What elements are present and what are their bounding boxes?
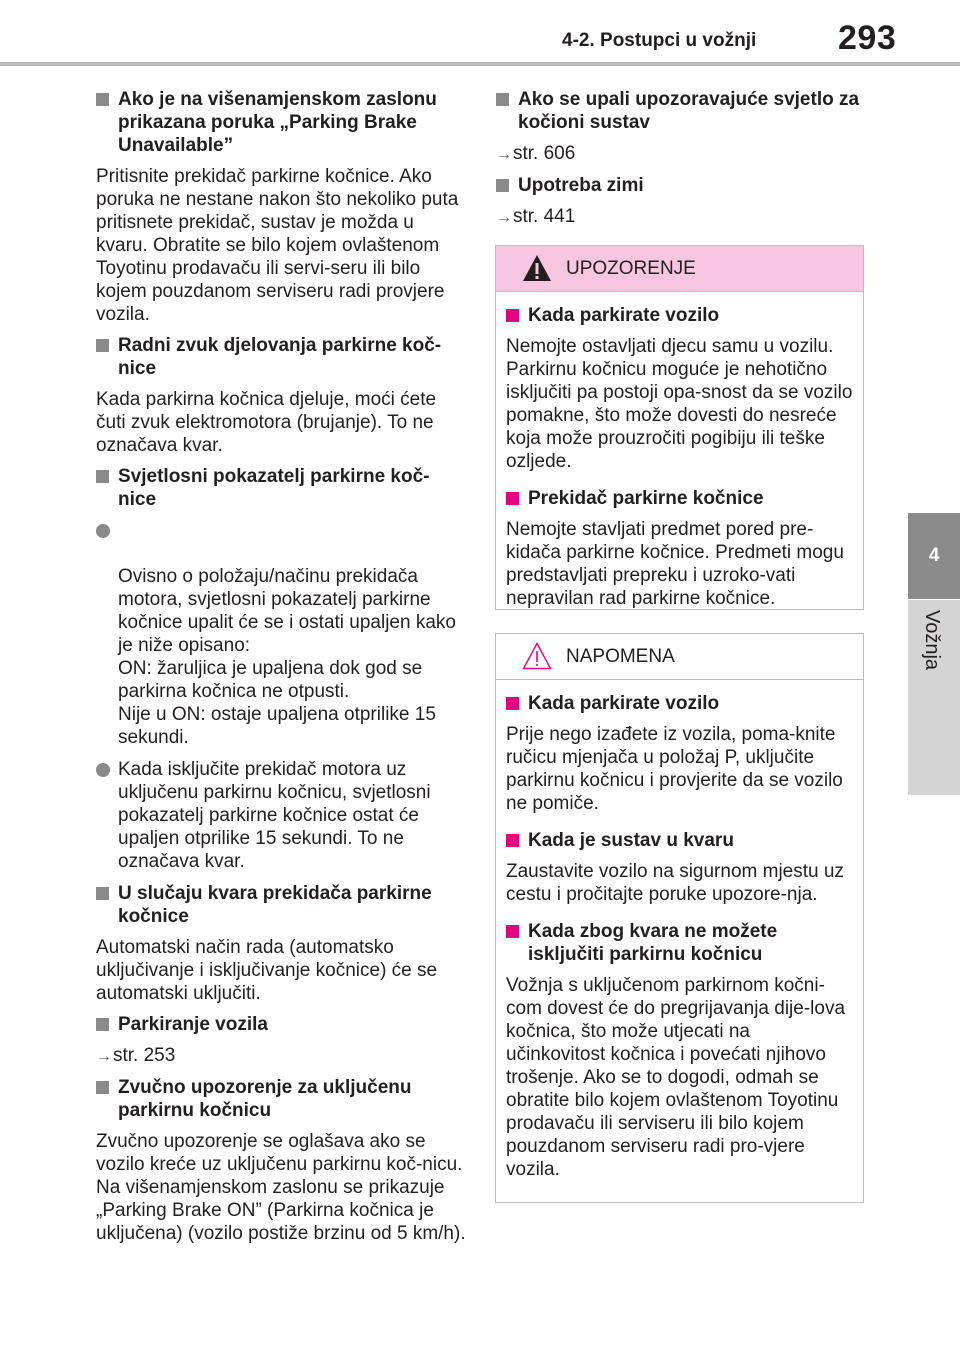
- warning-box: UPOZORENJE Kada parkirate vozilo Nemojte…: [495, 245, 864, 610]
- paragraph: Pritisnite prekidač parkirne kočnice. Ak…: [96, 166, 459, 325]
- section-heading: Kada je sustav u kvaru: [506, 829, 853, 852]
- round-bullet-icon: [96, 763, 110, 777]
- paragraph: Kada parkirna kočnica djeluje, moći ćete…: [96, 389, 437, 456]
- square-bullet-icon: [506, 492, 519, 505]
- note-box: NAPOMENA Kada parkirate vozilo Prije neg…: [495, 633, 864, 1203]
- warning-box-header: UPOZORENJE: [496, 246, 863, 292]
- round-bullet-icon: [96, 524, 110, 538]
- section-heading: Upotreba zimi: [496, 174, 866, 197]
- section-heading: U slučaju kvara prekidača parkirne kočni…: [96, 882, 466, 928]
- page-header: 4-2. Postupci u vožnji 293: [0, 0, 960, 70]
- paragraph: Vožnja s uključenom parkirnom kočni-com …: [506, 975, 846, 1180]
- section-title: 4-2. Postupci u vožnji: [562, 30, 757, 51]
- square-bullet-icon: [96, 93, 109, 106]
- paragraph: Zvučno upozorenje se oglašava ako se voz…: [96, 1131, 466, 1244]
- section-heading: Radni zvuk djelovanja parkirne koč-nice: [96, 334, 466, 380]
- warning-box-body: Kada parkirate vozilo Nemojte ostavljati…: [496, 292, 863, 610]
- square-bullet-icon: [506, 925, 519, 938]
- page-reference-link[interactable]: →str. 441: [496, 206, 576, 227]
- note-box-title: NAPOMENA: [566, 646, 675, 667]
- square-bullet-icon: [506, 697, 519, 710]
- square-bullet-icon: [96, 887, 109, 900]
- square-bullet-icon: [506, 309, 519, 322]
- warning-box-title: UPOZORENJE: [566, 258, 696, 279]
- right-column: Ako se upali upozoravajuće svjetlo za ko…: [496, 80, 866, 237]
- section-heading: Prekidač parkirne kočnice: [506, 487, 853, 510]
- header-divider: [0, 62, 960, 66]
- note-box-body: Kada parkirate vozilo Prije nego izađete…: [496, 680, 863, 1181]
- section-heading: Kada parkirate vozilo: [506, 692, 853, 715]
- caution-triangle-icon: [522, 642, 552, 670]
- square-bullet-icon: [96, 339, 109, 352]
- section-heading: Kada zbog kvara ne možete isključiti par…: [506, 920, 853, 966]
- paragraph: Prije nego izađete iz vozila, poma-knite…: [506, 724, 843, 814]
- square-bullet-icon: [96, 470, 109, 483]
- square-bullet-icon: [496, 93, 509, 106]
- paragraph: Automatski način rada (automatsko uključ…: [96, 937, 438, 1004]
- arrow-right-icon: →: [96, 1048, 112, 1065]
- section-heading: Parkiranje vozila: [96, 1013, 466, 1036]
- chapter-tab-text: Vožnja: [921, 610, 943, 671]
- page-reference-link[interactable]: →str. 253: [96, 1045, 176, 1066]
- section-heading: Ako se upali upozoravajuće svjetlo za ko…: [496, 88, 866, 134]
- paragraph: Zaustavite vozilo na sigurnom mjestu uz …: [506, 861, 844, 905]
- square-bullet-icon: [96, 1081, 109, 1094]
- square-bullet-icon: [506, 834, 519, 847]
- page-reference-link[interactable]: →str. 606: [496, 143, 576, 164]
- section-heading: Kada parkirate vozilo: [506, 304, 853, 327]
- arrow-right-icon: →: [496, 209, 512, 226]
- left-column: Ako je na višenamjenskom zaslonu prikaza…: [96, 80, 466, 1253]
- section-heading: Ako je na višenamjenskom zaslonu prikaza…: [96, 88, 466, 157]
- section-heading: Svjetlosni pokazatelj parkirne koč-nice: [96, 465, 466, 511]
- square-bullet-icon: [96, 1018, 109, 1031]
- note-box-header: NAPOMENA: [496, 634, 863, 680]
- arrow-right-icon: →: [496, 146, 512, 163]
- bullet-item: Ovisno o položaju/načinu prekidača motor…: [96, 519, 466, 749]
- warning-triangle-icon: [523, 255, 551, 281]
- square-bullet-icon: [496, 179, 509, 192]
- paragraph: Nemojte ostavljati djecu samu u vozilu. …: [506, 336, 853, 472]
- page-number: 293: [838, 19, 897, 57]
- chapter-tab-number: 4: [908, 513, 960, 599]
- paragraph: Nemojte stavljati predmet pored pre-kida…: [506, 519, 844, 609]
- chapter-tab-label: Vožnja: [908, 600, 960, 795]
- bullet-item: Kada isključite prekidač motora uz uklju…: [96, 758, 466, 873]
- section-heading: Zvučno upozorenje za uključenu parkirnu …: [96, 1076, 466, 1122]
